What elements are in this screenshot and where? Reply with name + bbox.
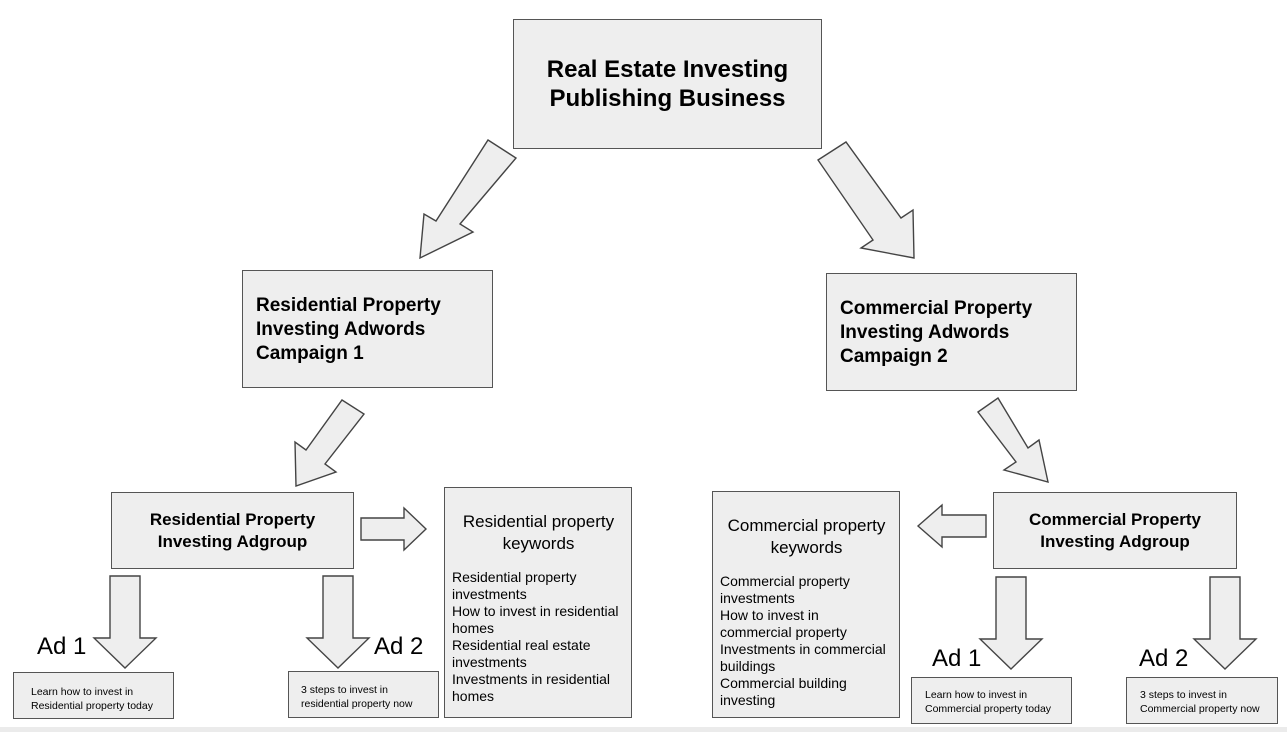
ad-label: Ad 2 xyxy=(374,633,424,660)
adgroup-residential: Residential Property Investing Adgroup xyxy=(111,492,354,569)
keyword-item: Investments in commercial buildings xyxy=(720,641,886,674)
arrow-campaign1-to-adgroup1 xyxy=(294,399,366,487)
ad-label: Ad 2 xyxy=(1139,645,1189,672)
ad-box-commercial-2: 3 steps to invest in Commercial property… xyxy=(1126,677,1278,724)
ad-box-commercial-1: Learn how to invest in Commercial proper… xyxy=(911,677,1072,724)
keywords-residential: Residential property keywords Residentia… xyxy=(444,487,632,718)
arrow-to-ad1-residential xyxy=(92,575,158,669)
keyword-item: Residential property investments xyxy=(452,569,577,602)
ad-text-line1: Learn how to invest in xyxy=(925,689,1028,701)
keyword-item: Commercial property investments xyxy=(720,573,850,606)
arrow-campaign2-to-adgroup2 xyxy=(977,396,1049,483)
adgroup-commercial: Commercial Property Investing Adgroup xyxy=(993,492,1237,569)
root-title-line1: Real Estate Investing xyxy=(546,56,789,83)
keywords-commercial: Commercial property keywords Commercial … xyxy=(712,491,900,718)
bottom-edge xyxy=(0,727,1287,732)
ad-text-line2: Commercial property now xyxy=(1140,703,1260,715)
ad-text-line2: Commercial property today xyxy=(925,703,1052,715)
campaign-residential-line3: Campaign 1 xyxy=(256,343,364,364)
keyword-item: Investments in residential homes xyxy=(452,671,610,704)
campaign-commercial-line1: Commercial Property xyxy=(840,298,1033,319)
ad-label: Ad 1 xyxy=(932,645,982,672)
ad-text-line2: Residential property today xyxy=(31,700,153,712)
keyword-item: How to invest in residential homes xyxy=(452,603,619,636)
arrow-to-ad1-commercial xyxy=(978,576,1044,670)
campaign-commercial: Commercial Property Investing Adwords Ca… xyxy=(826,273,1077,391)
ad-text-line1: Learn how to invest in xyxy=(31,686,134,698)
root-title-line2: Publishing Business xyxy=(549,85,786,112)
ad-box-residential-2: 3 steps to invest in residential propert… xyxy=(288,671,439,718)
adgroup-commercial-line1: Commercial Property xyxy=(1029,509,1201,529)
arrow-root-to-campaign2 xyxy=(817,141,915,259)
keyword-item: Residential real estate investments xyxy=(452,637,591,670)
keyword-item: How to invest in commercial property xyxy=(720,607,847,640)
keywords-residential-title-line1: Residential property xyxy=(462,512,615,531)
arrow-to-ad2-residential xyxy=(305,575,371,669)
adgroup-residential-line2: Investing Adgroup xyxy=(157,531,308,551)
ad-label: Ad 1 xyxy=(37,633,87,660)
arrow-root-to-campaign1 xyxy=(419,139,518,260)
campaign-commercial-line2: Investing Adwords xyxy=(840,322,1010,343)
campaign-residential-line2: Investing Adwords xyxy=(256,319,426,340)
ad-box-residential-1: Learn how to invest in Residential prope… xyxy=(13,672,174,719)
arrow-adgroup2-to-keywords xyxy=(916,503,987,549)
keyword-item: Commercial building investing xyxy=(720,675,847,708)
adgroup-residential-line1: Residential Property xyxy=(149,509,316,529)
ad-text-line2: residential property now xyxy=(301,698,413,710)
arrow-to-ad2-commercial xyxy=(1192,576,1258,670)
keywords-commercial-title-line2: keywords xyxy=(770,538,843,557)
keywords-commercial-title-line1: Commercial property xyxy=(727,516,886,535)
ad-text-line1: 3 steps to invest in xyxy=(1140,689,1227,701)
ad-text-line1: 3 steps to invest in xyxy=(301,684,388,696)
root-node: Real Estate Investing Publishing Busines… xyxy=(513,19,822,149)
campaign-commercial-line3: Campaign 2 xyxy=(840,346,948,367)
campaign-residential: Residential Property Investing Adwords C… xyxy=(242,270,493,388)
arrow-adgroup1-to-keywords xyxy=(360,506,428,552)
adgroup-commercial-line2: Investing Adgroup xyxy=(1040,531,1190,551)
campaign-residential-line1: Residential Property xyxy=(256,295,441,316)
keywords-residential-title-line2: keywords xyxy=(502,534,575,553)
